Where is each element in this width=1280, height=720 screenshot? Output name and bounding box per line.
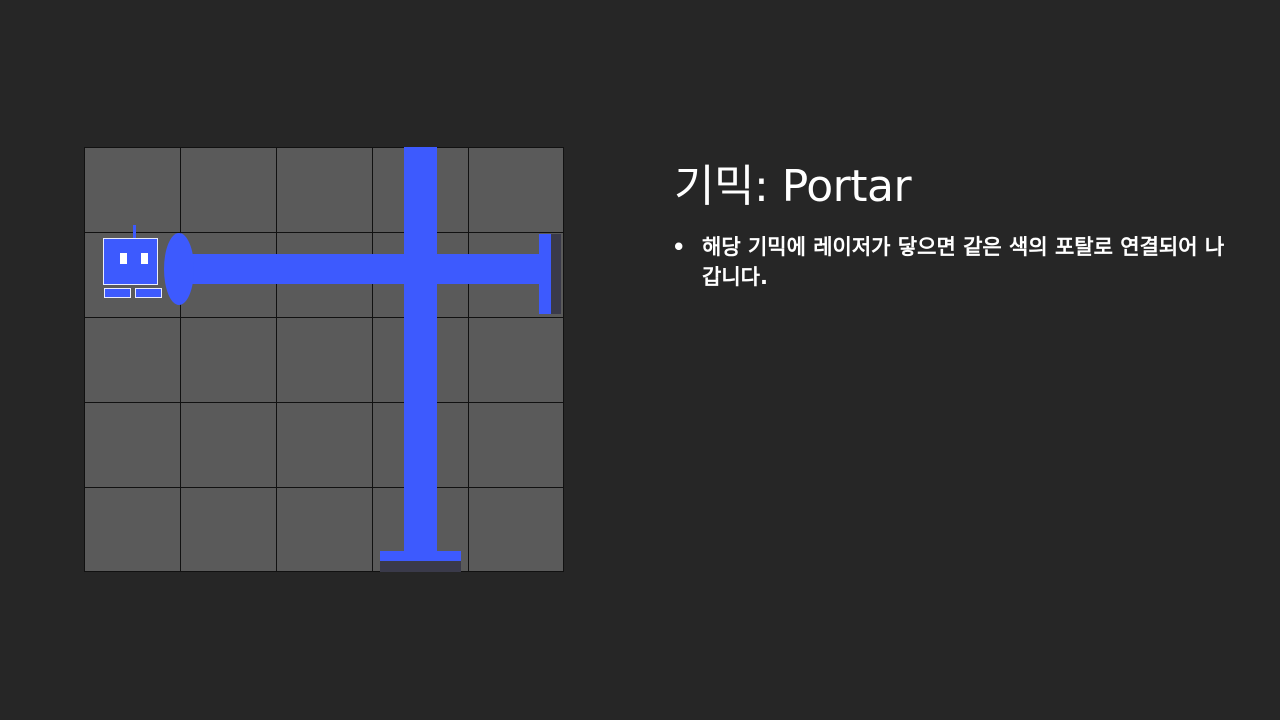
grid-line <box>84 232 564 233</box>
portal-entry-icon <box>164 233 194 305</box>
portal-exit-right-shadow <box>551 234 561 314</box>
bullet-list: • 해당 기믹에 레이저가 닿으면 같은 색의 포탈로 연결되어 나갑니다. <box>672 232 1232 292</box>
laser-beam-horizontal <box>179 254 544 284</box>
robot-foot-right <box>135 288 162 298</box>
bullet-item: • 해당 기믹에 레이저가 닿으면 같은 색의 포탈로 연결되어 나갑니다. <box>672 232 1232 292</box>
robot-eye-left <box>120 253 127 264</box>
grid-line <box>84 147 85 572</box>
portal-exit-bottom-shadow <box>380 561 461 572</box>
bullet-marker: • <box>672 235 686 259</box>
robot-foot-left <box>104 288 131 298</box>
grid-line <box>276 147 277 572</box>
grid-line <box>84 487 564 488</box>
portal-exit-bottom <box>380 551 461 561</box>
grid-line <box>180 147 181 572</box>
grid-line <box>84 571 564 572</box>
robot-icon <box>103 238 158 285</box>
grid-line <box>84 402 564 403</box>
grid-line <box>468 147 469 572</box>
puzzle-board <box>84 147 564 572</box>
robot-antenna <box>133 225 136 239</box>
laser-beam-vertical <box>404 147 437 552</box>
portal-exit-right <box>539 234 551 314</box>
grid-line <box>563 147 564 572</box>
grid-line <box>84 317 564 318</box>
grid-line <box>372 147 373 572</box>
bullet-text: 해당 기믹에 레이저가 닿으면 같은 색의 포탈로 연결되어 나갑니다. <box>702 235 1225 289</box>
slide-title: 기믹: Portar <box>674 161 912 212</box>
grid-line <box>84 147 564 148</box>
robot-eye-right <box>141 253 148 264</box>
